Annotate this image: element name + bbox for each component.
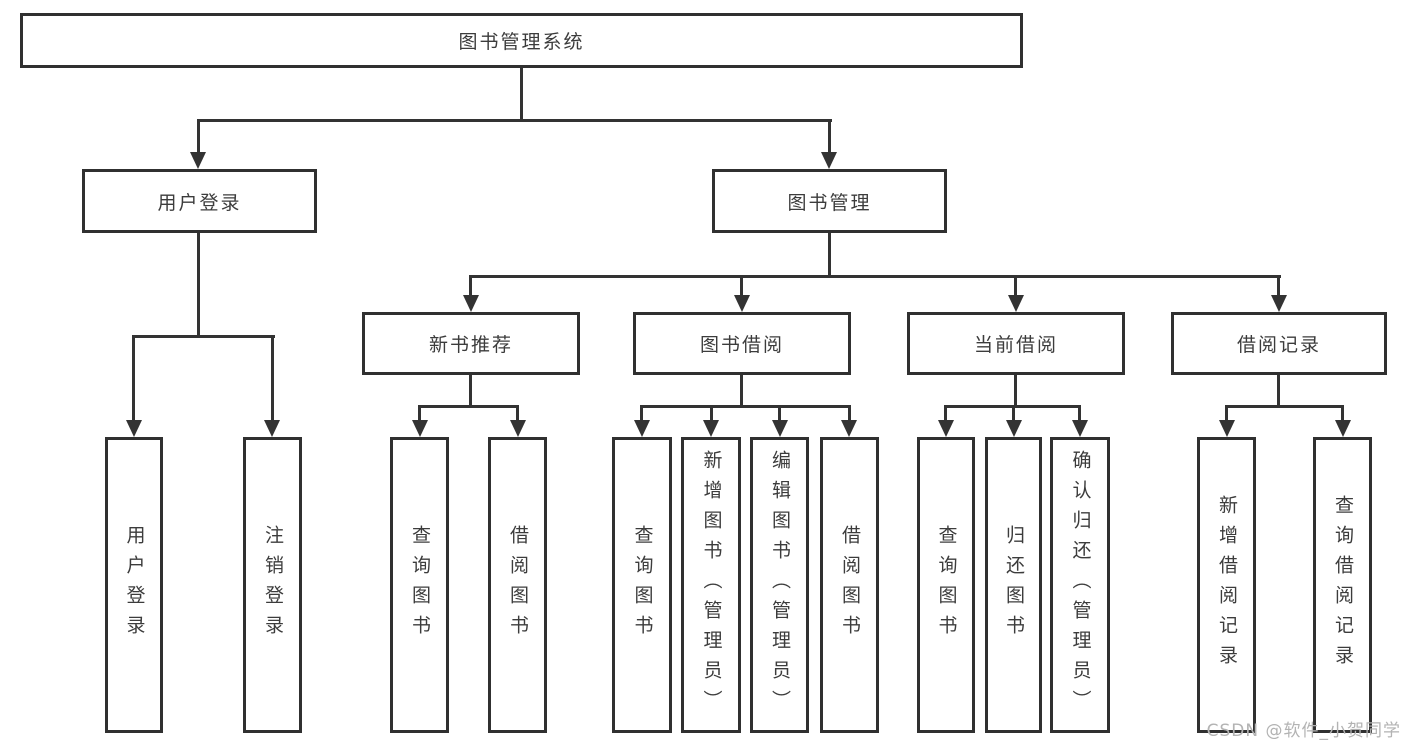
arrow-down-icon — [734, 295, 750, 312]
arrow-down-icon — [821, 152, 837, 169]
connector-line — [778, 405, 781, 422]
node-user-login: 用户登录 — [82, 169, 317, 233]
leaf-add-borrow-record-label: 新增借阅记录 — [1216, 495, 1238, 675]
connector-line — [1277, 375, 1280, 408]
arrow-down-icon — [1219, 420, 1235, 437]
connector-line — [418, 405, 519, 408]
arrow-down-icon — [634, 420, 650, 437]
leaf-edit-book-admin: 编辑图书（管理员） — [750, 437, 809, 733]
connector-line — [1225, 405, 1344, 408]
connector-line — [1012, 405, 1015, 422]
connector-line — [520, 68, 523, 122]
leaf-user-login: 用户登录 — [105, 437, 163, 733]
arrow-down-icon — [1335, 420, 1351, 437]
leaf-query-book-1-label: 查询图书 — [409, 525, 431, 645]
connector-line — [197, 233, 200, 338]
arrow-down-icon — [1008, 295, 1024, 312]
leaf-confirm-return-admin: 确认归还（管理员） — [1050, 437, 1110, 733]
node-book-management: 图书管理 — [712, 169, 947, 233]
arrow-down-icon — [190, 152, 206, 169]
connector-line — [271, 335, 274, 422]
node-current-borrow-label: 当前借阅 — [973, 334, 1058, 356]
arrow-down-icon — [126, 420, 142, 437]
connector-line — [740, 275, 743, 297]
node-user-login-label: 用户登录 — [157, 191, 242, 214]
arrow-down-icon — [264, 420, 280, 437]
leaf-query-borrow-record-label: 查询借阅记录 — [1332, 495, 1354, 675]
leaf-logout-label: 注销登录 — [262, 525, 284, 645]
leaf-query-book-2-label: 查询图书 — [631, 525, 654, 645]
csdn-watermark: CSDN @软件_小贺同学 — [1206, 721, 1401, 741]
connector-line — [469, 275, 472, 297]
arrow-down-icon — [463, 295, 479, 312]
connector-line — [132, 335, 275, 338]
node-book-borrow-label: 图书借阅 — [699, 334, 784, 356]
connector-line — [640, 405, 851, 408]
leaf-query-book-3-label: 查询图书 — [935, 525, 958, 645]
connector-line — [1078, 405, 1081, 422]
leaf-user-login-label: 用户登录 — [123, 525, 146, 645]
arrow-down-icon — [703, 420, 719, 437]
connector-line — [740, 375, 743, 408]
leaf-add-book-admin-label: 新增图书（管理员） — [700, 450, 723, 720]
connector-line — [848, 405, 851, 422]
connector-line — [1225, 405, 1228, 422]
connector-line — [640, 405, 643, 422]
leaf-logout: 注销登录 — [243, 437, 302, 733]
leaf-add-book-admin: 新增图书（管理员） — [681, 437, 741, 733]
connector-line — [944, 405, 947, 422]
arrow-down-icon — [841, 420, 857, 437]
arrow-down-icon — [1271, 295, 1287, 312]
leaf-query-book-1: 查询图书 — [390, 437, 449, 733]
connector-line — [469, 275, 1281, 278]
connector-line — [418, 405, 421, 422]
leaf-return-book: 归还图书 — [985, 437, 1042, 733]
connector-line — [132, 335, 135, 422]
leaf-add-borrow-record: 新增借阅记录 — [1197, 437, 1256, 733]
leaf-borrow-book-1: 借阅图书 — [488, 437, 547, 733]
node-new-book-recommend-label: 新书推荐 — [428, 334, 513, 356]
leaf-edit-book-admin-label: 编辑图书（管理员） — [769, 450, 791, 720]
arrow-down-icon — [938, 420, 954, 437]
node-new-book-recommend: 新书推荐 — [362, 312, 580, 375]
connector-line — [469, 375, 472, 408]
connector-line — [197, 119, 200, 155]
connector-line — [1277, 275, 1280, 297]
connector-line — [1014, 275, 1017, 297]
connector-line — [516, 405, 519, 422]
node-book-management-label: 图书管理 — [787, 191, 872, 214]
leaf-query-book-3: 查询图书 — [917, 437, 975, 733]
node-borrow-record-label: 借阅记录 — [1236, 334, 1321, 356]
arrow-down-icon — [1006, 420, 1022, 437]
leaf-return-book-label: 归还图书 — [1003, 525, 1025, 645]
connector-line — [710, 405, 713, 422]
connector-line — [828, 233, 831, 278]
node-current-borrow: 当前借阅 — [907, 312, 1125, 375]
node-book-borrow: 图书借阅 — [633, 312, 851, 375]
leaf-borrow-book-2: 借阅图书 — [820, 437, 879, 733]
leaf-query-book-2: 查询图书 — [612, 437, 672, 733]
connector-line — [828, 119, 831, 155]
arrow-down-icon — [510, 420, 526, 437]
connector-line — [1341, 405, 1344, 422]
leaf-confirm-return-admin-label: 确认归还（管理员） — [1069, 450, 1092, 720]
node-borrow-record: 借阅记录 — [1171, 312, 1387, 375]
arrow-down-icon — [412, 420, 428, 437]
connector-line — [1014, 375, 1017, 408]
arrow-down-icon — [772, 420, 788, 437]
leaf-borrow-book-2-label: 借阅图书 — [839, 525, 861, 645]
node-root: 图书管理系统 — [20, 13, 1023, 68]
node-root-label: 图书管理系统 — [458, 31, 585, 53]
leaf-borrow-book-1-label: 借阅图书 — [507, 525, 529, 645]
connector-line — [197, 119, 832, 122]
arrow-down-icon — [1072, 420, 1088, 437]
leaf-query-borrow-record: 查询借阅记录 — [1313, 437, 1372, 733]
